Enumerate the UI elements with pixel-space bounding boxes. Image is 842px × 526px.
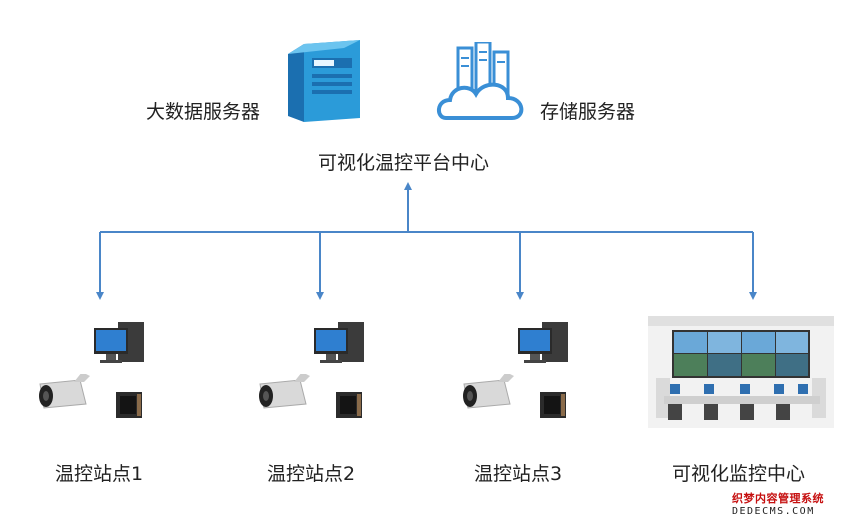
control-room-icon <box>648 316 834 428</box>
cloud-storage-icon <box>437 42 524 120</box>
watermark-url: DEDECMS.COM <box>732 506 815 517</box>
platform-center-label: 可视化温控平台中心 <box>318 152 490 174</box>
thermal-box-icon <box>336 392 362 418</box>
thermal-box-icon <box>540 392 566 418</box>
watermark-title: 织梦内容管理系统 <box>732 492 824 505</box>
thermal-box-icon <box>116 392 142 418</box>
bullet-camera-icon <box>39 374 90 409</box>
pc-monitor-icon <box>314 322 364 363</box>
storage-server-label: 存储服务器 <box>540 101 636 123</box>
bullet-camera-icon <box>259 374 310 409</box>
big-data-server-label: 大数据服务器 <box>146 101 261 123</box>
station-2-label: 温控站点2 <box>267 463 356 485</box>
station-1-label: 温控站点1 <box>55 463 144 485</box>
bullet-camera-icon <box>463 374 514 409</box>
station-3-label: 温控站点3 <box>474 463 563 485</box>
pc-monitor-icon <box>94 322 144 363</box>
station-1 <box>34 318 164 428</box>
station-3 <box>458 318 588 428</box>
server-tower-icon <box>288 40 360 122</box>
station-2 <box>254 318 384 428</box>
monitor-center-label: 可视化监控中心 <box>672 463 806 485</box>
pc-monitor-icon <box>518 322 568 363</box>
